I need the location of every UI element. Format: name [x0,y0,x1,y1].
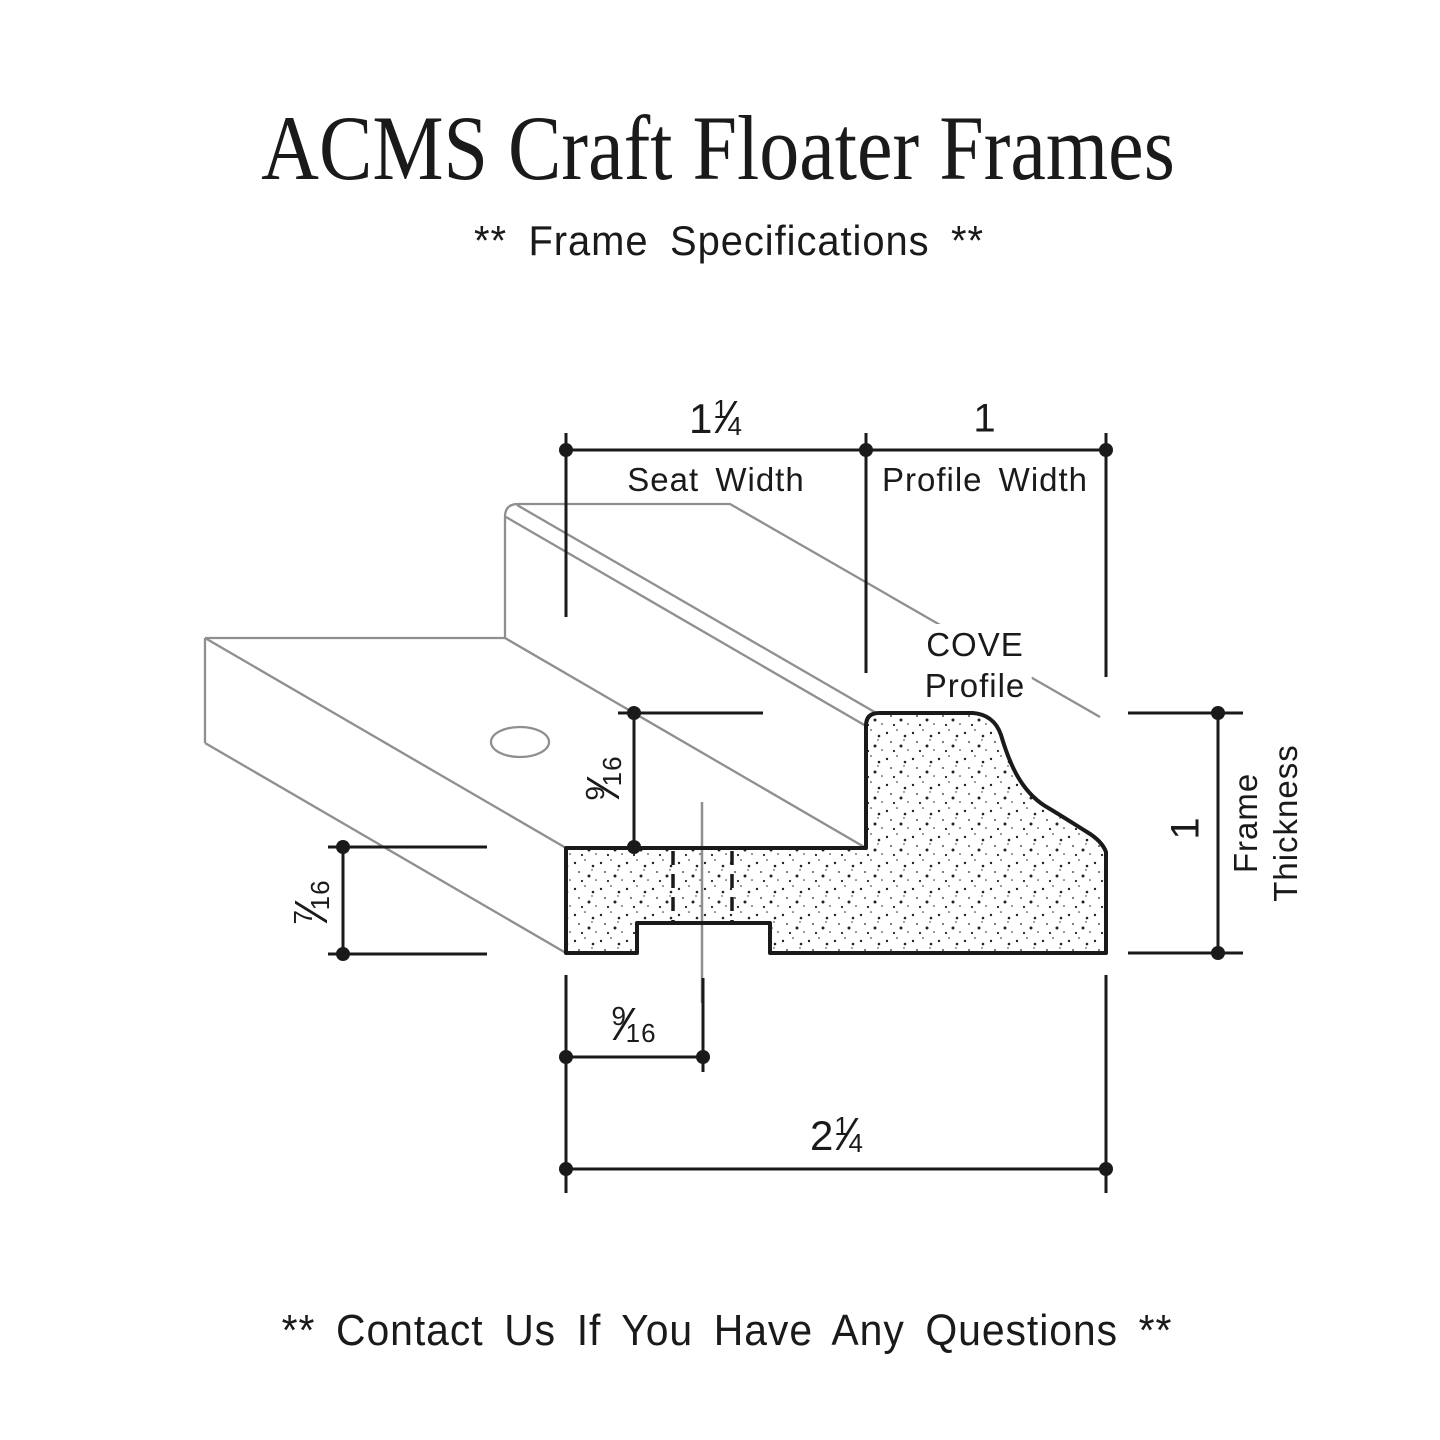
profile-width-label: Profile Width [881,461,1089,498]
page-title: ACMS Craft Floater Frames [261,97,1175,199]
dim-dot [559,1162,573,1176]
iso-wall-seat-junction-edge [504,637,867,849]
dim-dot [1099,443,1113,457]
seat-thickness-value: 7⁄16 [284,879,338,924]
seat-thickness-denominator: 16 [305,879,335,911]
frame-thickness-label: Frame Thickness [1226,744,1306,902]
dim-dot [1099,1162,1113,1176]
seat-width-value: 11⁄4 [689,390,743,444]
frame-thickness-label-line1: Frame [1227,772,1264,874]
frame-thickness-label-line2: Thickness [1267,744,1304,902]
overall-width-whole: 2 [810,1112,835,1159]
dim-dot [627,706,641,720]
dim-dot [559,1050,573,1064]
dim-dot [1211,706,1225,720]
iso-wall-corner-edge-lower [505,516,867,727]
cove-profile-line1: COVE [926,626,1024,663]
frame-cross-section [564,711,1108,955]
seat-width-denominator: 4 [727,411,743,441]
iso-wall-corner-edge-upper [516,504,879,715]
fraction-slash: ⁄ [844,1108,854,1160]
dim-dot [859,443,873,457]
slot-offset-denominator: 16 [625,1018,657,1048]
cove-profile-line2: Profile [924,667,1026,704]
dim-dot [336,840,350,854]
overall-width-value: 21⁄4 [810,1107,864,1161]
profile-width-value: 1 [973,396,997,441]
hidden-hole-edges [671,851,734,921]
dim-dot [696,1050,710,1064]
footer-note: ** Contact Us If You Have Any Questions … [281,1306,1173,1355]
seat-width-whole: 1 [689,395,714,442]
slot-offset-numerator: 9 [611,1001,627,1031]
dimension-dots [336,443,1225,1176]
profile-height-value: 9⁄16 [576,755,630,800]
frame-thickness-value: 1 [1163,816,1208,840]
profile-height-denominator: 16 [597,755,627,787]
dim-dot [336,947,350,961]
seat-width-label: Seat Width [627,461,805,498]
iso-seat-top-left-edge [204,637,567,849]
seat-width-numerator: 1 [713,394,729,424]
slot-offset-value: 9⁄16 [611,997,656,1051]
overall-width-numerator: 1 [834,1111,850,1141]
cove-profile-label: COVE Profile [918,624,1032,706]
page-subtitle: ** Frame Specifications ** [473,217,985,264]
dimension-lines [328,433,1243,1193]
overall-width-denominator: 4 [848,1128,864,1158]
iso-screw-hole [489,725,551,759]
dim-dot [1211,946,1225,960]
dim-dot [627,840,641,854]
fraction-slash: ⁄ [723,391,733,443]
dim-dot [559,443,573,457]
fraction-slash: ⁄ [621,998,631,1050]
iso-wall-top-silhouette [503,502,1101,718]
